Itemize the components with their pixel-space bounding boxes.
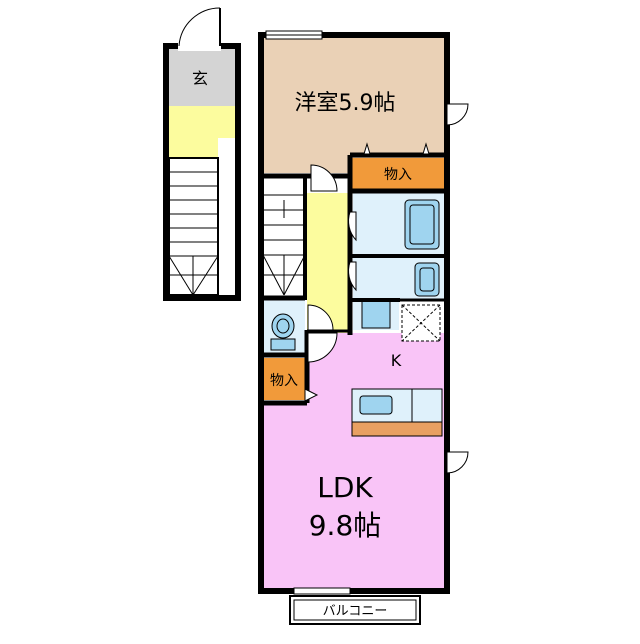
western-room-label: 洋室5.9帖	[295, 91, 396, 116]
ldk-size-label: 9.8帖	[309, 509, 382, 542]
toilet-icon	[270, 313, 296, 351]
balcony: バルコニー	[289, 595, 421, 625]
ldk-room	[307, 333, 445, 589]
entrance-area	[169, 49, 235, 106]
storage-lower	[263, 358, 305, 400]
fridge-space	[401, 304, 441, 342]
storage-upper-label: 物入	[384, 167, 412, 183]
washing-machine	[361, 299, 391, 329]
storage-lower-label: 物入	[270, 373, 298, 389]
storage-upper	[350, 158, 445, 191]
entrance-door	[178, 7, 221, 51]
entrance-label: 玄	[192, 69, 208, 88]
door-swings	[304, 103, 469, 474]
kitchen-sink	[359, 395, 393, 415]
kitchen-counter-base	[351, 421, 443, 437]
top-window	[265, 30, 323, 40]
bathtub	[404, 199, 440, 250]
walls	[258, 32, 450, 594]
western-room	[263, 37, 445, 173]
washbasin	[414, 262, 440, 297]
entrance-stair-block: 玄	[163, 7, 241, 301]
ldk-room-left	[263, 403, 309, 589]
kitchen-label: K	[391, 351, 402, 370]
stair-steps	[168, 157, 219, 296]
inner-stair-steps	[262, 194, 306, 296]
balcony-label: バルコニー	[323, 604, 388, 619]
ldk-name-label: LDK	[317, 471, 373, 504]
